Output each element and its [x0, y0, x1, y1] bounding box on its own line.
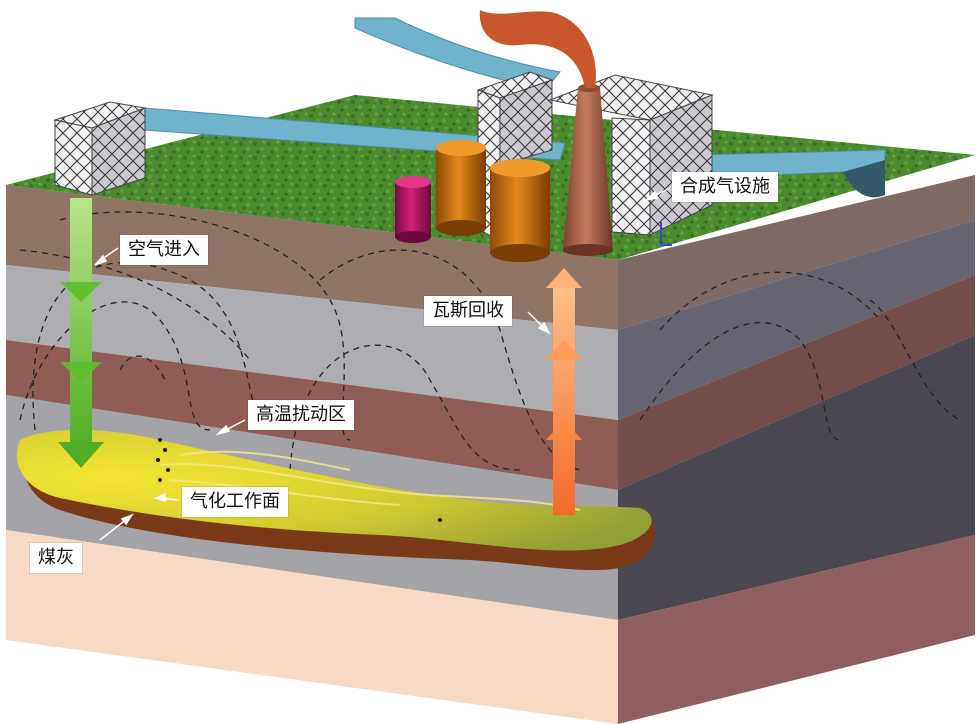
layer-grey-right: [618, 220, 975, 420]
label-gas-recovery: 瓦斯回收: [424, 296, 512, 326]
layer-dark-right: [618, 335, 975, 620]
label-high-temp-zone: 高温扰动区: [248, 400, 354, 430]
gasification-zone: [16, 429, 652, 551]
label-syngas-facility: 合成气设施: [672, 172, 778, 202]
coal-particles: [156, 438, 442, 522]
air-inlet-arrow: [58, 198, 104, 468]
tank-orange-1: [436, 140, 486, 236]
chimney: [563, 84, 613, 256]
tank-orange-2: [490, 159, 550, 262]
tank-magenta: [395, 176, 431, 243]
axis-marker: [660, 222, 672, 246]
layer-grey-front: [6, 265, 618, 420]
gas-recovery-arrow: [546, 268, 582, 515]
layer-red-right: [618, 275, 975, 490]
right-face: [618, 175, 975, 724]
leader-lines: [94, 187, 671, 541]
layer-tan-right: [618, 175, 975, 330]
label-gasification-face: 气化工作面: [182, 487, 288, 517]
label-air-inlet: 空气进入: [120, 235, 208, 265]
smoke-plume: [479, 10, 596, 88]
label-coal-ash: 煤灰: [30, 543, 82, 573]
building-left: [53, 101, 147, 196]
layer-pink-right: [618, 535, 975, 724]
layer-tan-front: [6, 185, 618, 330]
layer-pink-front: [6, 530, 618, 724]
